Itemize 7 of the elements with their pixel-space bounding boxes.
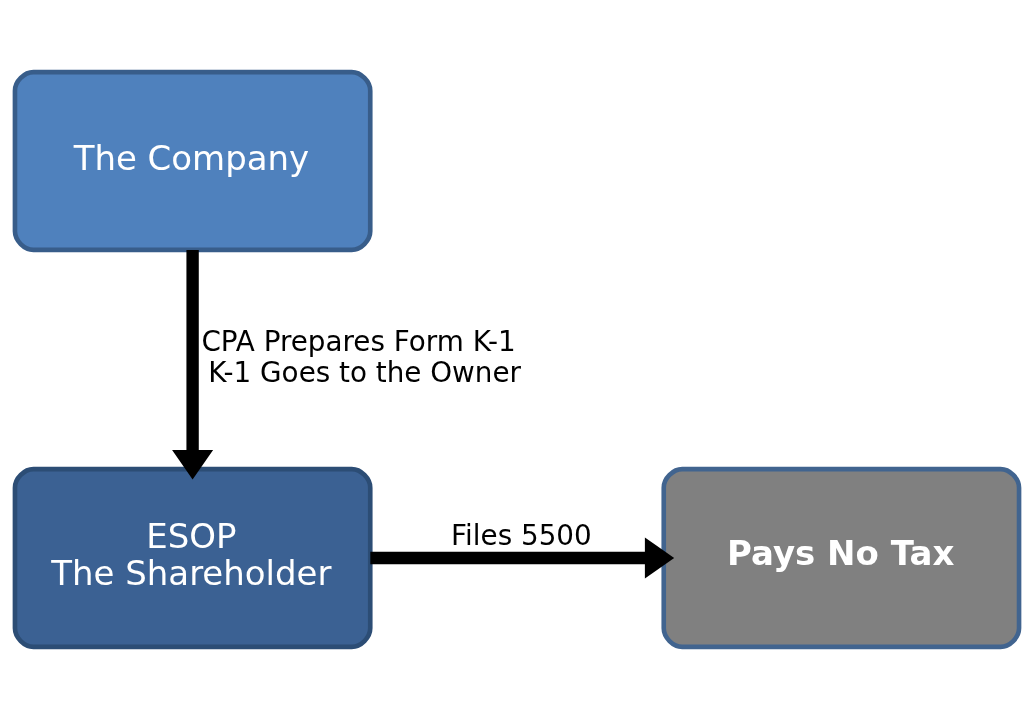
node-box: ESOP The Shareholder (12, 466, 373, 649)
node-box: Pays No Tax (661, 466, 1022, 649)
arrow (172, 249, 214, 479)
edge-label: Files 5500 (451, 518, 592, 552)
node-box: The Company (12, 69, 373, 252)
arrow (370, 537, 675, 578)
edge-label: CPA Prepares Form K-1 K-1 Goes to the Owner (201, 324, 522, 389)
